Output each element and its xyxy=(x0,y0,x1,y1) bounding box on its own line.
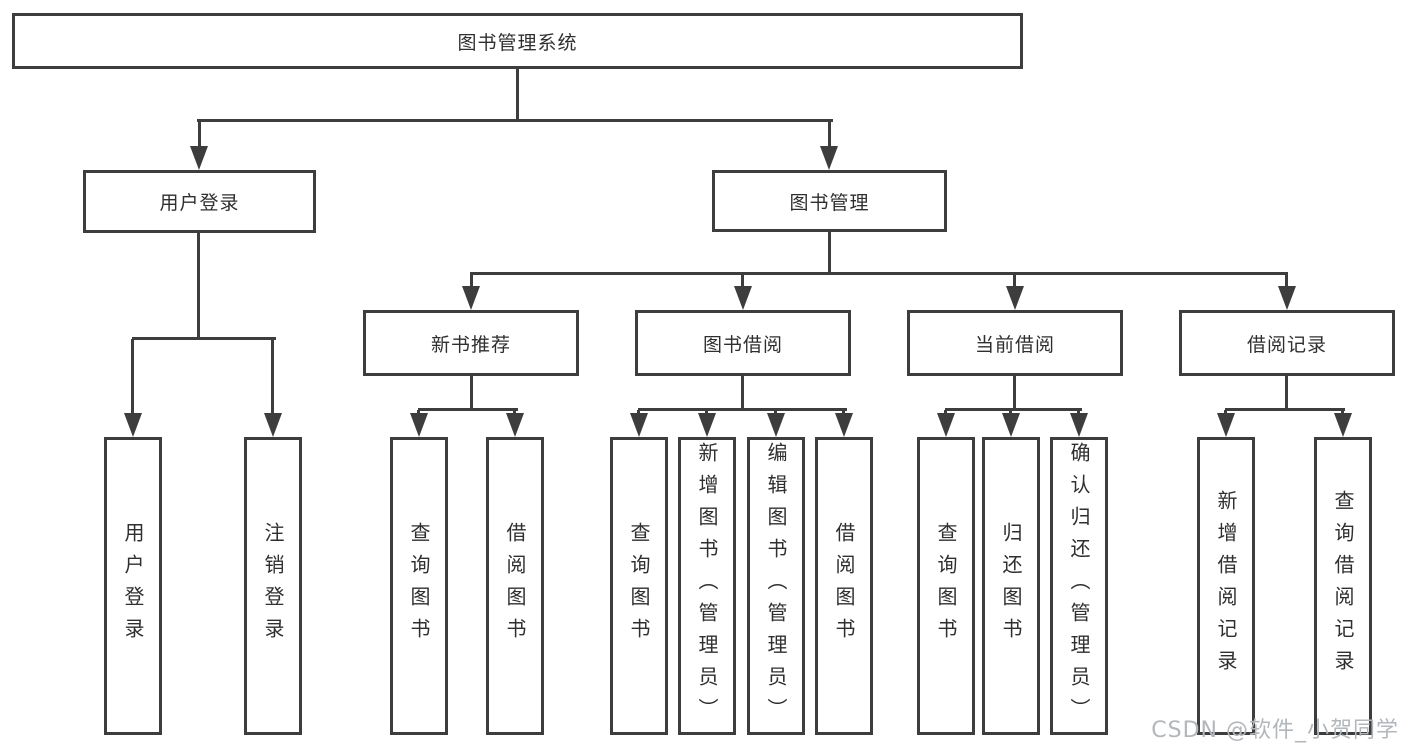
node-new-book-recommend-label: 新书推荐 xyxy=(430,333,511,356)
leaf-query-books-current-label: 查询图书 xyxy=(934,522,958,650)
node-borrowing-records-label: 借阅记录 xyxy=(1246,333,1327,356)
connector-userlogin-stem xyxy=(197,233,200,337)
connector-g3-branch xyxy=(638,408,847,411)
connector-drop-records xyxy=(1285,274,1288,288)
leaf-add-borrow-record-label: 新增借阅记录 xyxy=(1214,490,1238,682)
leaf-user-login: 用户登录 xyxy=(104,437,162,735)
node-library-system: 图书管理系统 xyxy=(12,13,1023,69)
connector-drop-user-login xyxy=(198,121,201,148)
leaf-query-books-borrow: 查询图书 xyxy=(610,437,668,735)
node-book-management-label: 图书管理 xyxy=(789,191,870,214)
connector-drop-newbook xyxy=(470,274,473,288)
leaf-query-books-recommend: 查询图书 xyxy=(390,437,448,735)
leaf-query-books-borrow-label: 查询图书 xyxy=(627,522,651,650)
connector-root-stem xyxy=(516,69,519,121)
arrow-down-icon xyxy=(1006,286,1024,310)
arrow-down-icon xyxy=(264,413,282,437)
connector-drop-borrow xyxy=(741,274,744,288)
node-borrowing-records: 借阅记录 xyxy=(1179,310,1395,376)
arrow-down-icon xyxy=(734,286,752,310)
leaf-confirm-return-admin-label: 确认归还（管理员） xyxy=(1067,442,1091,730)
leaf-query-borrow-record-label: 查询借阅记录 xyxy=(1331,490,1355,682)
leaf-query-borrow-record: 查询借阅记录 xyxy=(1314,437,1372,735)
arrow-down-icon xyxy=(1334,413,1352,437)
arrow-down-icon xyxy=(1217,413,1235,437)
leaf-borrow-books-recommend-label: 借阅图书 xyxy=(503,522,527,650)
leaf-query-books-recommend-label: 查询图书 xyxy=(407,522,431,650)
leaf-borrow-books: 借阅图书 xyxy=(815,437,873,735)
leaf-add-books-admin-label: 新增图书（管理员） xyxy=(695,442,719,730)
leaf-query-books-current: 查询图书 xyxy=(917,437,975,735)
arrow-down-icon xyxy=(124,413,142,437)
leaf-return-books: 归还图书 xyxy=(982,437,1040,735)
node-book-management: 图书管理 xyxy=(712,170,947,232)
arrow-down-icon xyxy=(190,146,208,170)
connector-userlogin-branch xyxy=(132,337,276,340)
arrow-down-icon xyxy=(630,413,648,437)
leaf-edit-books-admin-label: 编辑图书（管理员） xyxy=(764,442,788,730)
arrow-down-icon xyxy=(698,413,716,437)
arrow-down-icon xyxy=(835,413,853,437)
leaf-add-borrow-record: 新增借阅记录 xyxy=(1197,437,1255,735)
connector-g5-stem xyxy=(1285,376,1288,408)
leaf-borrow-books-label: 借阅图书 xyxy=(832,522,856,650)
arrow-down-icon xyxy=(1278,286,1296,310)
connector-g4-stem xyxy=(1013,376,1016,408)
connector-drop-leaf-login xyxy=(131,339,134,415)
node-user-login-label: 用户登录 xyxy=(159,192,240,214)
node-book-borrowing-label: 图书借阅 xyxy=(702,333,783,356)
csdn-watermark: CSDN @软件_小贺同学 xyxy=(1151,718,1399,743)
node-current-borrowing: 当前借阅 xyxy=(907,310,1123,376)
leaf-add-books-admin: 新增图书（管理员） xyxy=(678,437,736,735)
leaf-logout: 注销登录 xyxy=(244,437,302,735)
connector-g2-stem xyxy=(470,376,473,408)
leaf-borrow-books-recommend: 借阅图书 xyxy=(486,437,544,735)
leaf-logout-label: 注销登录 xyxy=(261,522,285,650)
arrow-down-icon xyxy=(410,413,428,437)
connector-bookmgmt-stem xyxy=(828,232,831,272)
leaf-user-login-label: 用户登录 xyxy=(121,522,145,650)
leaf-return-books-label: 归还图书 xyxy=(999,522,1023,650)
node-user-login: 用户登录 xyxy=(83,170,316,233)
leaf-confirm-return-admin: 确认归还（管理员） xyxy=(1050,437,1108,735)
arrow-down-icon xyxy=(1002,413,1020,437)
connector-g5-branch xyxy=(1225,408,1345,411)
connector-drop-book-mgmt xyxy=(828,121,831,148)
connector-drop-current xyxy=(1013,274,1016,288)
arrow-down-icon xyxy=(820,146,838,170)
connector-g4-branch xyxy=(945,408,1082,411)
arrow-down-icon xyxy=(1070,413,1088,437)
node-book-borrowing: 图书借阅 xyxy=(635,310,851,376)
leaf-edit-books-admin: 编辑图书（管理员） xyxy=(747,437,805,735)
connector-drop-leaf-logout xyxy=(271,339,274,415)
arrow-down-icon xyxy=(767,413,785,437)
connector-g2-branch xyxy=(418,408,518,411)
connector-g3-stem xyxy=(741,376,744,408)
connector-root-branch xyxy=(197,119,833,122)
arrow-down-icon xyxy=(462,286,480,310)
arrow-down-icon xyxy=(506,413,524,437)
node-new-book-recommend: 新书推荐 xyxy=(363,310,579,376)
node-current-borrowing-label: 当前借阅 xyxy=(974,333,1055,356)
connector-bookmgmt-branch xyxy=(470,272,1288,275)
node-library-system-label: 图书管理系统 xyxy=(457,31,578,54)
arrow-down-icon xyxy=(937,413,955,437)
